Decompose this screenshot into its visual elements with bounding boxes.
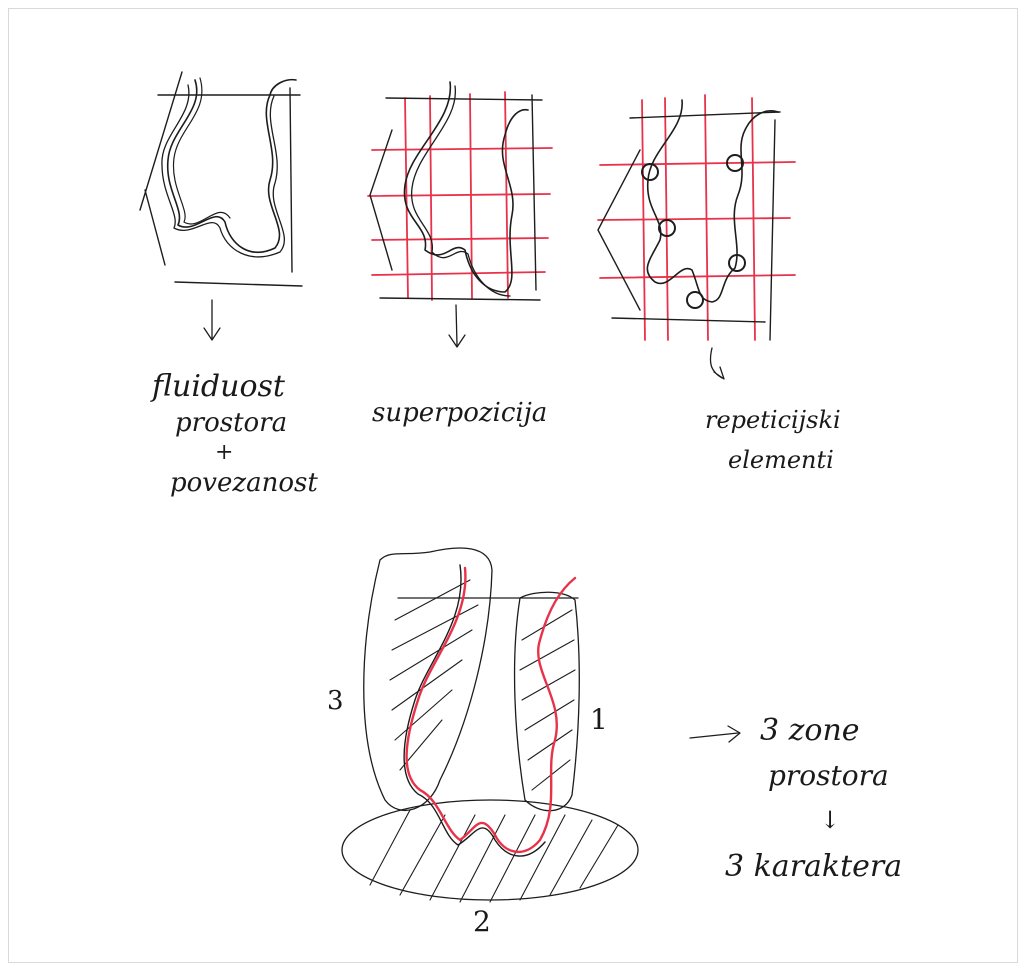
sketch-repetitive-elements — [598, 95, 795, 379]
caption-repetitive-line1: repeticijski — [705, 408, 841, 432]
zones-text-line3: 3 karaktera — [725, 852, 902, 882]
caption-repetitive-line2: elementi — [728, 448, 834, 472]
zone-label-bottom: 2 — [473, 908, 491, 936]
caption-fluid-line1: fluiduost — [152, 372, 285, 402]
sketch-three-zones — [342, 548, 740, 902]
caption-fluid-line2: prostora — [175, 410, 287, 436]
zones-arrow-down: ↓ — [820, 808, 840, 832]
zones-text-line2: prostora — [768, 762, 889, 790]
caption-superposition: superpozicija — [372, 400, 547, 426]
zones-text-line1: 3 zone — [760, 716, 860, 746]
caption-fluid-line3: povezanost — [170, 470, 318, 496]
zone-label-right: 1 — [590, 706, 608, 734]
zone-label-left: 3 — [327, 688, 344, 714]
sketch-fluid-space — [140, 72, 302, 340]
caption-fluid-plus: + — [215, 442, 233, 464]
sketch-superposition — [368, 82, 552, 347]
